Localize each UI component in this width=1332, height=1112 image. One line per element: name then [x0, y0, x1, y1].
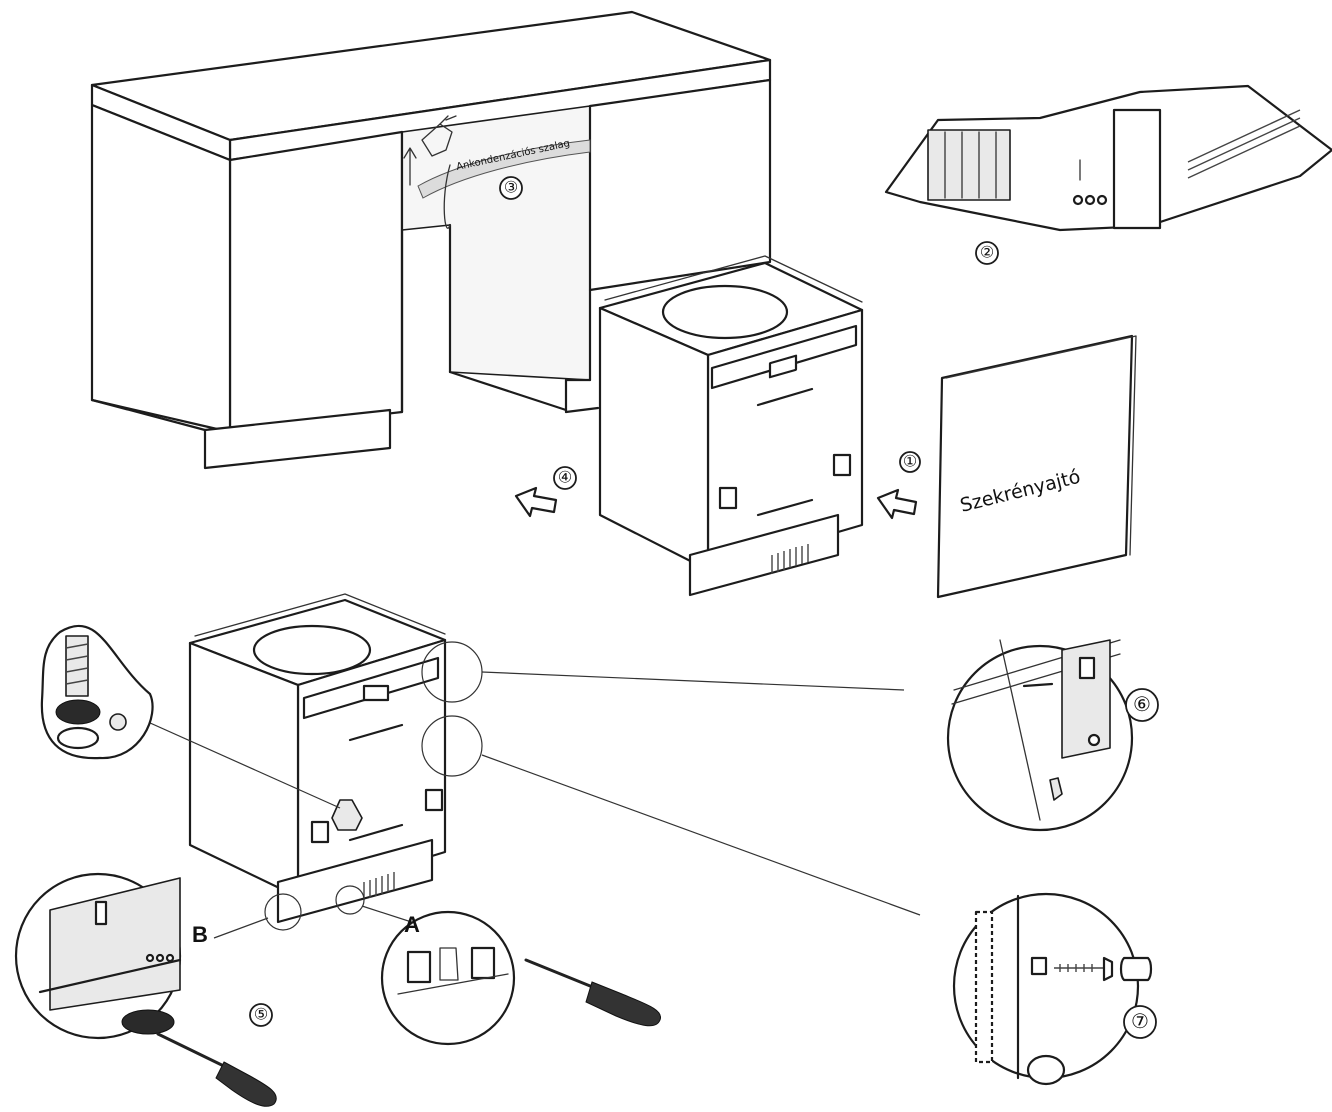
leg-detail	[40, 624, 154, 760]
screwdriver-icon	[524, 958, 661, 1027]
hand-applying-tape-icon	[403, 115, 457, 186]
callout-circle-b	[264, 893, 302, 931]
cabinet-door-panel	[936, 334, 1137, 599]
svg-text:④: ④	[558, 470, 572, 487]
svg-text:⑤: ⑤	[254, 1007, 268, 1024]
detail-7-circle	[952, 892, 1153, 1086]
detail-a-label: A	[404, 912, 420, 937]
callout-circle-7	[421, 715, 483, 777]
hinge-detail	[884, 84, 1332, 232]
step-6-marker: ⑥	[1125, 688, 1159, 722]
callout-circle-a	[335, 885, 365, 915]
arrow-left-icon	[514, 486, 558, 518]
svg-text:③: ③	[504, 180, 518, 197]
detail-a-circle	[380, 910, 516, 1046]
kitchen-cabinet	[90, 10, 772, 470]
svg-text:⑦: ⑦	[1131, 1011, 1149, 1033]
detail-b-circle	[14, 872, 182, 1040]
screwdriver-icon	[156, 1032, 277, 1107]
step-3-marker: ③	[499, 176, 523, 200]
step-2-marker: ②	[975, 241, 999, 265]
dishwasher-main	[598, 255, 864, 597]
svg-text:②: ②	[980, 245, 994, 262]
step-4-marker: ④	[553, 466, 577, 490]
dishwasher-lower	[188, 593, 447, 924]
step-7-marker: ⑦	[1123, 1005, 1157, 1039]
condensation-tape	[417, 139, 591, 199]
detail-6-circle	[946, 639, 1134, 832]
step-1-marker: ①	[899, 451, 921, 473]
svg-text:⑥: ⑥	[1133, 694, 1151, 716]
plinth-grille	[771, 544, 809, 574]
arrow-left-icon	[876, 488, 918, 520]
svg-text:①: ①	[903, 454, 917, 471]
detail-b-label: B	[192, 922, 208, 947]
step-5-marker: ⑤	[249, 1003, 273, 1027]
